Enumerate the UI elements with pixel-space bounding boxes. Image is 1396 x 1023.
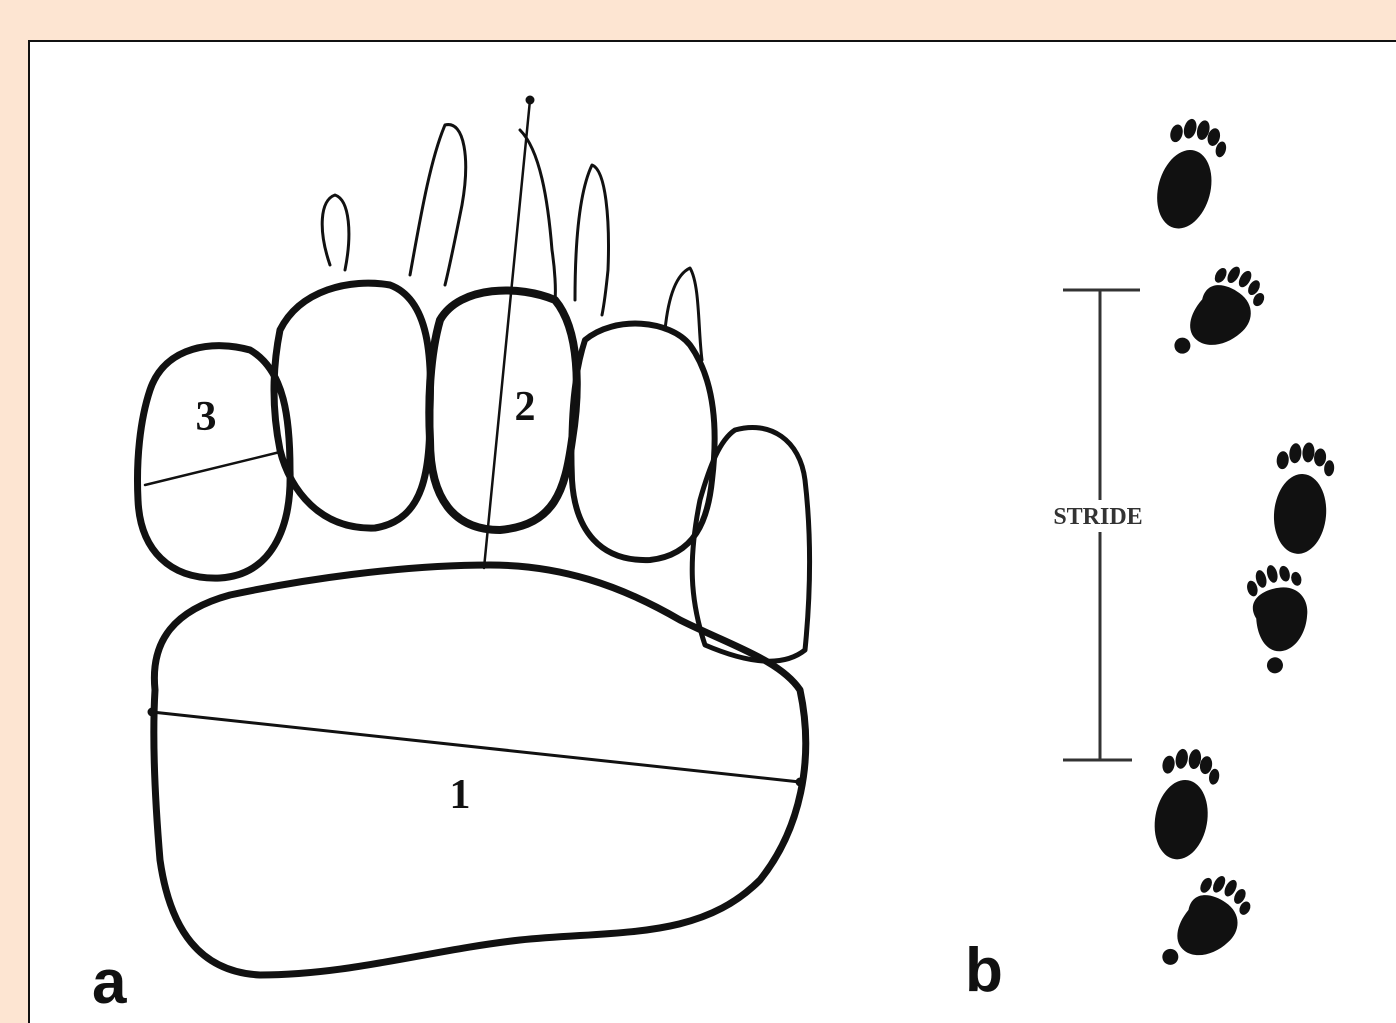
measure-label-3: 3	[196, 394, 217, 440]
footprint-track	[1147, 112, 1337, 986]
measure-line-3	[145, 452, 280, 485]
claw	[410, 125, 466, 285]
paw-drawing	[138, 96, 810, 975]
toe-pad-4	[571, 324, 714, 561]
measure-label-2: 2	[515, 384, 536, 430]
claw	[322, 195, 349, 270]
toe-pad-2	[274, 283, 431, 528]
measure-line-2	[484, 100, 530, 568]
toe-pad-3	[429, 290, 576, 530]
stride-label: STRIDE	[1053, 504, 1142, 530]
measure-label-1: 1	[450, 772, 471, 818]
claw	[665, 268, 702, 360]
footprint	[1147, 744, 1224, 864]
claw	[575, 165, 608, 315]
main-pad	[154, 565, 806, 975]
footprint	[1147, 112, 1232, 235]
toe-pad-1	[138, 346, 291, 578]
panel-label-b: b	[965, 940, 1003, 1002]
measure-line-1	[152, 712, 800, 782]
footprint	[1171, 257, 1272, 377]
panel-label-a: a	[92, 952, 126, 1014]
toe-pad-5	[692, 427, 809, 661]
footprint	[1242, 558, 1324, 675]
footprint	[1269, 440, 1337, 557]
footprint	[1160, 867, 1259, 987]
